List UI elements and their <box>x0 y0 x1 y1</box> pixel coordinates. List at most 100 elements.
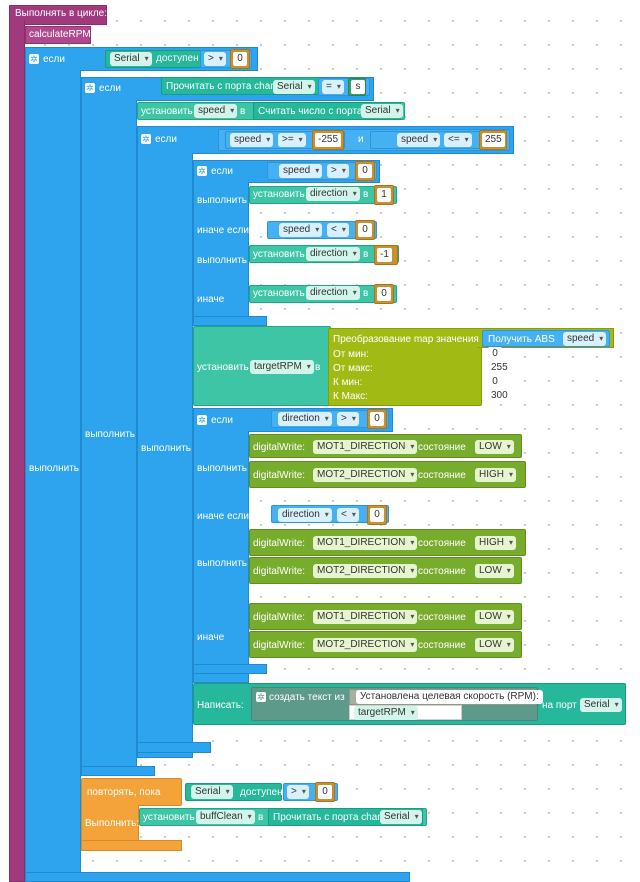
speed-var-dropdown[interactable]: speed <box>230 133 274 147</box>
direction-var-dropdown[interactable]: direction <box>278 508 332 522</box>
if-range-spine <box>137 153 193 758</box>
serial-dropdown[interactable]: Serial <box>380 810 422 824</box>
pin-dropdown-mot1[interactable]: MOT1_DIRECTION <box>313 610 418 624</box>
calculate-rpm-block[interactable] <box>25 26 91 44</box>
loop-title: Выполнять в цикле: <box>15 8 108 19</box>
operator-gt-dropdown[interactable]: > <box>327 164 349 178</box>
state-label: состояние <box>418 566 466 577</box>
if-motor-spine <box>193 431 249 683</box>
serial-dropdown[interactable]: Serial <box>191 785 233 799</box>
else-if-label: иначе если <box>197 225 249 236</box>
to-min-label: К мин: <box>333 377 363 388</box>
message-text[interactable]: Установлена целевая скорость (RPM): <box>356 690 543 704</box>
set-label: установить <box>141 106 193 117</box>
digital-write-label: digitalWrite: <box>253 538 306 549</box>
number-zero[interactable]: 0 <box>488 347 502 361</box>
speed-var-dropdown[interactable]: speed <box>397 133 441 147</box>
gear-icon[interactable] <box>29 54 39 64</box>
from-max-label: От макс: <box>333 363 373 374</box>
get-abs-label: Получить ABS <box>488 334 555 345</box>
repeat-while-label: повторять, пока <box>87 787 161 798</box>
else-label: иначе <box>197 632 225 643</box>
serial-dropdown[interactable]: Serial <box>273 80 315 94</box>
state-dropdown-low[interactable]: LOW <box>475 638 514 652</box>
target-rpm-var-dropdown[interactable]: targetRPM <box>354 706 418 720</box>
operator-gt-dropdown[interactable]: > <box>287 785 309 799</box>
state-dropdown-low[interactable]: LOW <box>475 440 514 454</box>
speed-var-dropdown[interactable]: speed <box>279 164 323 178</box>
in-label: в <box>315 362 321 373</box>
state-dropdown-high[interactable]: HIGH <box>475 536 516 550</box>
number-zero[interactable]: 0 <box>377 287 391 301</box>
number-zero[interactable]: 0 <box>358 223 372 237</box>
while-block[interactable] <box>81 778 182 806</box>
map-block[interactable] <box>328 328 482 406</box>
direction-var-dropdown[interactable]: direction <box>306 286 360 300</box>
pin-dropdown-mot2[interactable]: MOT2_DIRECTION <box>313 468 418 482</box>
do-label: выполнить <box>197 463 247 474</box>
operator-ge-dropdown[interactable]: >= <box>278 133 306 147</box>
number-255[interactable]: 255 <box>488 361 511 375</box>
operator-eq-dropdown[interactable]: = <box>322 80 344 94</box>
number-zero[interactable]: 0 <box>233 52 247 66</box>
serial-dropdown[interactable]: Serial <box>361 104 403 118</box>
set-label: установить <box>143 812 195 823</box>
speed-var-dropdown[interactable]: speed <box>563 332 607 346</box>
direction-var-dropdown[interactable]: direction <box>306 187 360 201</box>
gear-icon[interactable] <box>85 83 95 93</box>
operator-le-dropdown[interactable]: <= <box>444 133 472 147</box>
do-label: выполнить <box>85 429 135 440</box>
number-one[interactable]: 1 <box>377 188 391 202</box>
digital-write-label: digitalWrite: <box>253 640 306 651</box>
read-char-label: Прочитать с порта char <box>273 812 381 823</box>
pin-dropdown-mot1[interactable]: MOT1_DIRECTION <box>313 440 418 454</box>
loop-block[interactable] <box>9 5 107 25</box>
gear-icon[interactable] <box>256 692 266 702</box>
if-char-spine <box>81 100 137 776</box>
serial-dropdown[interactable]: Serial <box>580 698 622 712</box>
gear-icon[interactable] <box>197 166 207 176</box>
char-s[interactable]: s <box>351 80 365 94</box>
state-dropdown-high[interactable]: HIGH <box>475 468 516 482</box>
number-zero[interactable]: 0 <box>358 164 372 178</box>
write-label: Написать: <box>197 700 244 711</box>
number-zero[interactable]: 0 <box>370 508 384 522</box>
loop-block-spine <box>9 20 25 882</box>
if-label: если <box>211 415 233 426</box>
operator-lt-dropdown[interactable]: < <box>337 508 359 522</box>
number-minus-255[interactable]: -255 <box>315 133 342 147</box>
in-label: в <box>363 189 369 200</box>
direction-var-dropdown[interactable]: direction <box>278 412 332 426</box>
number-zero[interactable]: 0 <box>318 785 332 799</box>
buff-clean-var-dropdown[interactable]: buffClean <box>196 810 255 824</box>
state-dropdown-low[interactable]: LOW <box>475 564 514 578</box>
number-zero[interactable]: 0 <box>488 375 502 389</box>
do-label: выполнить <box>29 463 79 474</box>
operator-gt-dropdown[interactable]: > <box>204 52 226 66</box>
read-char-label: Прочитать с порта char <box>166 81 274 92</box>
direction-var-dropdown[interactable]: direction <box>306 247 360 261</box>
speed-var-dropdown[interactable]: speed <box>279 223 323 237</box>
if-label: если <box>155 134 177 145</box>
number-zero[interactable]: 0 <box>370 412 384 426</box>
digital-write-label: digitalWrite: <box>253 566 306 577</box>
number-300[interactable]: 300 <box>488 389 511 403</box>
operator-gt-dropdown[interactable]: > <box>337 412 359 426</box>
set-label: установить <box>253 189 305 200</box>
pin-dropdown-mot1[interactable]: MOT1_DIRECTION <box>313 536 418 550</box>
create-text-label: создать текст из <box>269 692 345 703</box>
speed-var-dropdown[interactable]: speed <box>194 104 238 118</box>
number-255[interactable]: 255 <box>482 133 505 147</box>
read-number-label: Считать число с порта <box>258 106 363 117</box>
gear-icon[interactable] <box>141 134 151 144</box>
operator-lt-dropdown[interactable]: < <box>327 223 349 237</box>
digital-write-label: digitalWrite: <box>253 442 306 453</box>
serial-dropdown[interactable]: Serial <box>110 52 152 66</box>
pin-dropdown-mot2[interactable]: MOT2_DIRECTION <box>313 564 418 578</box>
number-minus-one[interactable]: -1 <box>377 248 392 262</box>
pin-dropdown-mot2[interactable]: MOT2_DIRECTION <box>313 638 418 652</box>
gear-icon[interactable] <box>197 415 207 425</box>
state-dropdown-low[interactable]: LOW <box>475 610 514 624</box>
else-label: иначе <box>197 294 225 305</box>
target-rpm-var-dropdown[interactable]: targetRPM <box>250 360 314 374</box>
